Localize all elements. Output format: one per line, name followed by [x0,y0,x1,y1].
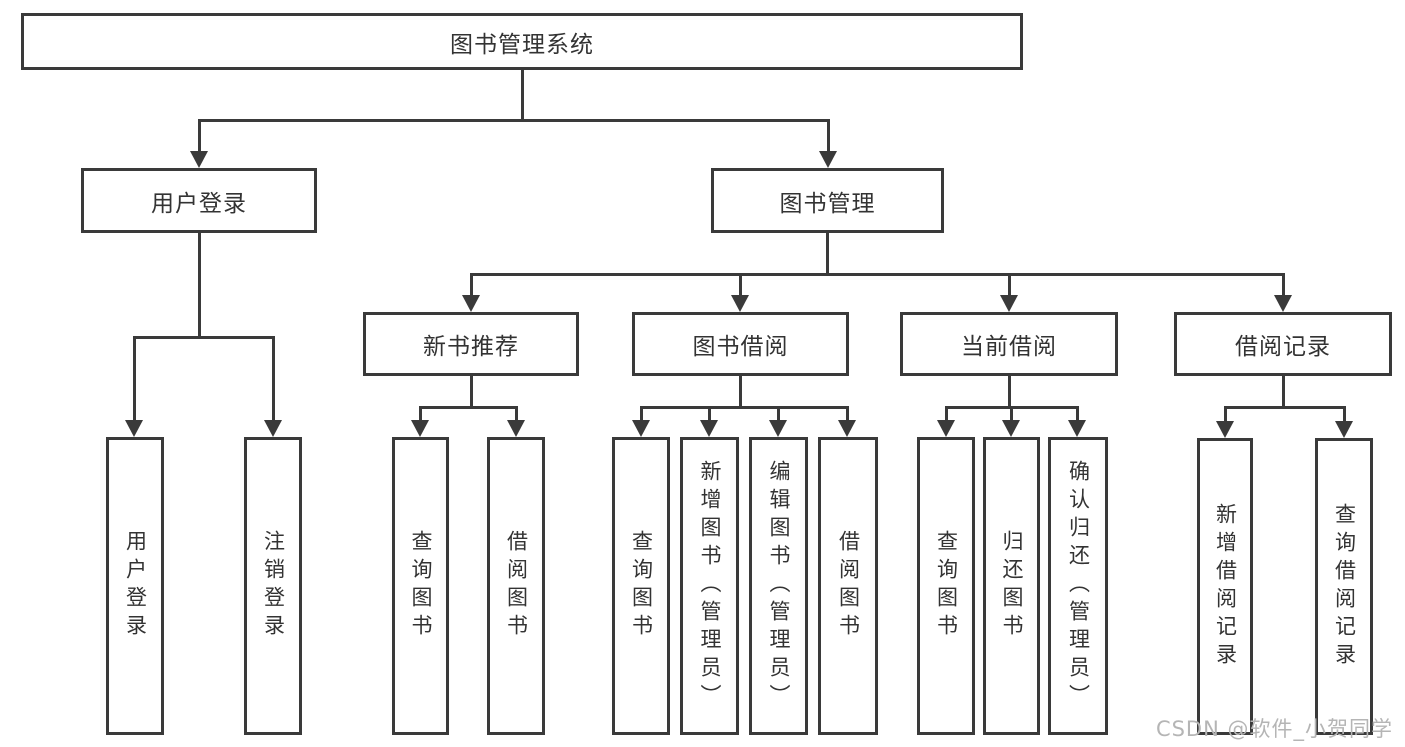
arrowhead-logout-leaf [264,420,282,437]
edge-drop-bb-borrow [846,406,849,421]
edge-drop-br-query [1343,406,1346,422]
node-leaf-br-add-record: 新增借阅记录 [1197,438,1253,735]
edge-drop-br-add [1224,406,1227,422]
arrowhead-nb-borrow [507,420,525,437]
node-leaf-cb-query-books: 查询图书 [917,437,975,735]
edge-drop-cb-confirm [1076,406,1079,421]
node-leaf-bb-edit-books-admin-label: 编辑图书（管理员） [767,460,791,712]
arrowhead-cb-query [937,420,955,437]
edge-book-mgmt-trunk [826,233,829,273]
node-leaf-cb-query-books-label: 查询图书 [934,530,959,642]
node-leaf-nb-query-books-label: 查询图书 [409,530,433,642]
arrowhead-nb-query [411,420,429,437]
arrowhead-user-login [190,151,208,168]
edge-drop-logout-leaf [272,336,275,420]
node-leaf-cb-return-books: 归还图书 [983,437,1040,735]
edge-drop-cb-query [945,406,948,421]
edge-drop-cb-return [1010,406,1013,421]
edge-drop-login-leaf [133,336,136,420]
node-current-borrow-label: 当前借阅 [961,334,1057,360]
node-leaf-nb-borrow-books: 借阅图书 [487,437,545,735]
node-new-book-recommend: 新书推荐 [363,312,579,376]
node-leaf-user-login-label: 用户登录 [123,530,148,642]
arrowhead-bb-query [632,420,650,437]
edge-user-login-trunk [198,233,201,336]
edge-drop-bb-edit [777,406,780,421]
node-leaf-nb-borrow-books-label: 借阅图书 [504,530,529,642]
arrowhead-book-mgmt [819,151,837,168]
arrowhead-borrow-records [1274,295,1292,312]
node-user-login-label: 用户登录 [151,190,247,217]
edge-book-borrow-trunk [739,376,742,406]
node-book-borrow: 图书借阅 [632,312,849,376]
edge-level2-bar [198,119,830,122]
edge-drop-user-login [198,119,201,152]
edge-drop-current-borrow [1008,273,1011,296]
node-leaf-bb-borrow-books-label: 借阅图书 [836,530,861,642]
node-book-borrow-label: 图书借阅 [692,334,789,360]
node-root-label: 图书管理系统 [450,31,594,58]
edge-borrow-records-bar [1224,406,1345,409]
edge-drop-book-mgmt [827,119,830,152]
node-leaf-logout-label: 注销登录 [261,530,286,642]
node-leaf-bb-add-books-admin: 新增图书（管理员） [680,437,739,735]
node-leaf-br-query-record-label: 查询借阅记录 [1332,502,1357,671]
edge-drop-new-book [470,273,473,296]
node-leaf-logout: 注销登录 [244,437,302,735]
arrowhead-current-borrow [1000,295,1018,312]
edge-new-book-bar [419,406,518,409]
node-leaf-bb-edit-books-admin: 编辑图书（管理员） [749,437,808,735]
edge-drop-bb-query [640,406,643,421]
node-new-book-recommend-label: 新书推荐 [423,334,519,360]
node-leaf-cb-confirm-return-admin: 确认归还（管理员） [1048,437,1108,735]
node-leaf-nb-query-books: 查询图书 [392,437,449,735]
node-leaf-bb-query-books-label: 查询图书 [629,530,654,642]
edge-drop-book-borrow [739,273,742,296]
node-user-login: 用户登录 [81,168,317,233]
node-current-borrow: 当前借阅 [900,312,1118,376]
node-leaf-br-query-record: 查询借阅记录 [1315,438,1373,735]
node-leaf-user-login: 用户登录 [106,437,164,735]
node-leaf-cb-return-books-label: 归还图书 [1000,530,1024,642]
arrowhead-br-query [1335,421,1353,438]
node-leaf-cb-confirm-return-admin-label: 确认归还（管理员） [1066,460,1091,712]
arrowhead-cb-confirm [1068,420,1086,437]
edge-book-borrow-bar [640,406,849,409]
node-leaf-br-add-record-label: 新增借阅记录 [1213,502,1238,671]
node-book-management: 图书管理 [711,168,944,233]
arrowhead-bb-borrow [838,420,856,437]
edge-current-borrow-trunk [1008,376,1011,406]
edge-drop-nb-borrow [515,406,518,421]
node-leaf-bb-borrow-books: 借阅图书 [818,437,878,735]
arrowhead-bb-edit [769,420,787,437]
arrowhead-br-add [1216,421,1234,438]
arrowhead-new-book [462,295,480,312]
node-leaf-bb-add-books-admin-label: 新增图书（管理员） [698,460,722,712]
arrowhead-bb-add [700,420,718,437]
edge-drop-bb-add [708,406,711,421]
edge-root-trunk [521,69,524,120]
edge-borrow-records-trunk [1282,376,1285,406]
node-root: 图书管理系统 [21,13,1023,70]
node-book-management-label: 图书管理 [779,190,876,217]
node-leaf-bb-query-books: 查询图书 [612,437,670,735]
arrowhead-login-leaf [125,420,143,437]
edge-drop-nb-query [419,406,422,421]
node-borrow-records: 借阅记录 [1174,312,1392,376]
node-borrow-records-label: 借阅记录 [1235,334,1331,360]
edge-new-book-trunk [470,376,473,406]
arrowhead-book-borrow [731,295,749,312]
edge-drop-borrow-records [1282,273,1285,296]
edge-user-login-bar [133,336,274,339]
edge-level3-bar [470,273,1284,276]
arrowhead-cb-return [1002,420,1020,437]
